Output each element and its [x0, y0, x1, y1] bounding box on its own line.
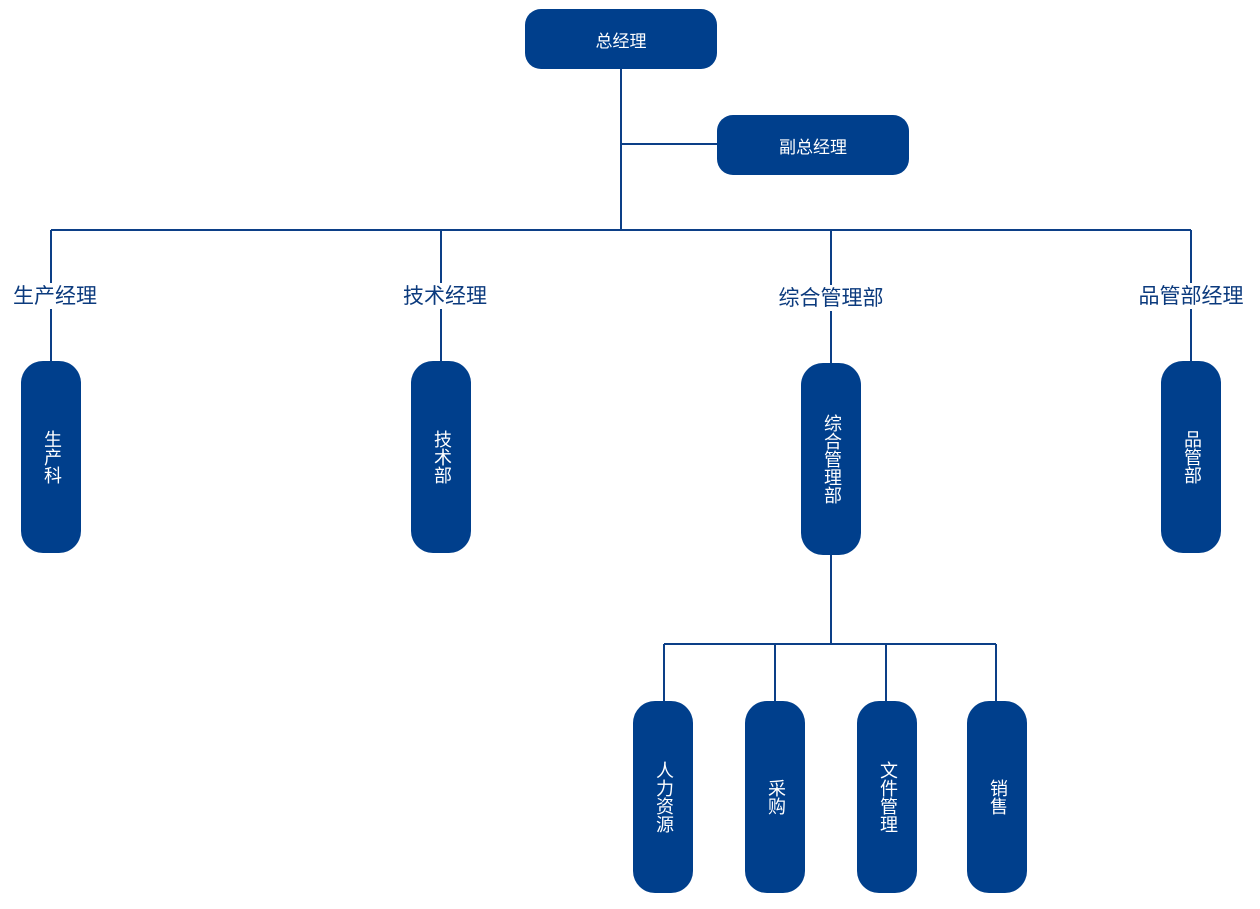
- general-manager-node: 总经理: [525, 9, 717, 69]
- group-label-technical-manager: 技术经理: [401, 283, 489, 309]
- dept-label-general-admin: 综合管理部: [821, 414, 842, 504]
- dept-node-technical: 技术部: [411, 361, 471, 553]
- group-label-production-manager: 生产经理: [11, 283, 99, 309]
- dept-node-production: 生产科: [21, 361, 81, 553]
- subunit-label-document: 文件管理: [877, 761, 898, 833]
- dept-node-general-admin: 综合管理部: [801, 363, 861, 555]
- subunit-node-procurement: 采购: [745, 701, 805, 893]
- dept-label-technical: 技术部: [431, 430, 452, 484]
- dept-label-quality: 品管部: [1181, 430, 1202, 484]
- group-label-general-admin: 综合管理部: [776, 285, 886, 311]
- subunit-label-procurement: 采购: [765, 779, 786, 815]
- subunit-label-hr: 人力资源: [653, 761, 674, 833]
- subunit-node-sales: 销售: [967, 701, 1027, 893]
- deputy-manager-label: 副总经理: [779, 137, 847, 158]
- group-label-quality-manager: 品管部经理: [1136, 283, 1246, 309]
- deputy-manager-node: 副总经理: [717, 115, 909, 175]
- dept-node-quality: 品管部: [1161, 361, 1221, 553]
- dept-label-production: 生产科: [41, 430, 62, 484]
- subunit-node-hr: 人力资源: [633, 701, 693, 893]
- subunit-label-sales: 销售: [987, 779, 1008, 815]
- subunit-node-document: 文件管理: [857, 701, 917, 893]
- general-manager-label: 总经理: [595, 31, 647, 52]
